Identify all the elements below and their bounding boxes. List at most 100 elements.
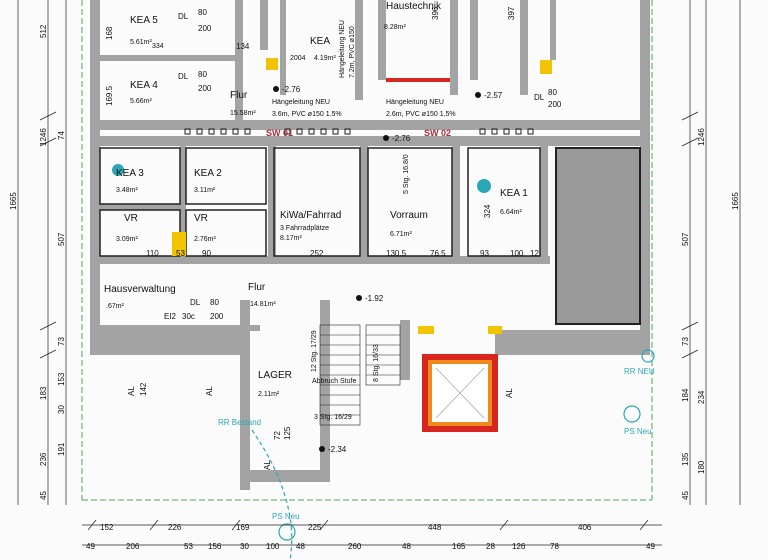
- door-width: 80: [198, 8, 207, 17]
- dim-bottom-2: 100: [266, 542, 280, 551]
- dim-bottom-1: 226: [168, 523, 182, 532]
- dim-bottom-1: 225: [308, 523, 322, 532]
- door-height: 200: [210, 312, 224, 321]
- dim-right: 180: [697, 460, 706, 474]
- room-kea5-name: KEA 5: [130, 15, 158, 26]
- level-2: -2.76: [392, 134, 411, 143]
- dim-bottom-1: 169: [236, 523, 250, 532]
- room-kea3-area: 3.48m²: [116, 187, 138, 194]
- dim-misc: 100: [510, 249, 524, 258]
- dim-misc: 93: [480, 249, 489, 258]
- haengeleitung-1-label: Hängeleitung NEU: [272, 99, 330, 106]
- door-width: 80: [210, 298, 219, 307]
- door-ei2: EI2: [164, 312, 177, 321]
- stairs: [319, 324, 401, 426]
- elevator-shaft: [422, 354, 498, 432]
- room-kea4-area: 5.66m²: [130, 98, 152, 105]
- dim-right: 45: [681, 491, 690, 500]
- room-flur-top-area: 15.58m²: [230, 110, 256, 117]
- level-5: -2.34: [328, 445, 347, 454]
- ps-neu-label-1: PS Neu: [624, 427, 652, 436]
- stairs-1-label: 12 Stg. 17/29: [311, 330, 318, 372]
- room-vr2-name: VR: [194, 213, 208, 224]
- dim-misc: 90: [202, 249, 211, 258]
- sw02-label: SW 02: [424, 128, 451, 138]
- property-boundary: [81, 0, 653, 501]
- new-openings: [172, 58, 552, 334]
- dim-bottom-2: 48: [296, 542, 305, 551]
- room-lager-name: LAGER: [258, 370, 292, 381]
- dim-misc: 396: [431, 6, 440, 20]
- wheelchair-icon: [112, 164, 491, 193]
- room-kea1-name: KEA 1: [500, 188, 528, 199]
- room-kea4-name: KEA 4: [130, 80, 158, 91]
- dim-bottom-2: 260: [348, 542, 362, 551]
- drainage-symbols: [251, 349, 655, 560]
- door-dl: DL: [534, 93, 545, 102]
- dim-right: 1665: [731, 192, 740, 210]
- sw-marker-row: [184, 128, 534, 135]
- window-al: AL: [505, 388, 514, 398]
- dim-right: 234: [697, 390, 706, 404]
- dim-bottom-2: 49: [646, 542, 655, 551]
- level-3: -2.57: [484, 91, 503, 100]
- room-vr1-area: 3.09m²: [116, 236, 138, 243]
- ps-neu-label-2: PS Neu: [272, 512, 300, 521]
- room-kiwa-sub: 3 Fahrradplätze: [280, 225, 329, 232]
- room-vr2-area: 2.76m²: [194, 236, 216, 243]
- rr-neu-label: RR NEU: [624, 367, 655, 376]
- dim-bottom-2: 30: [240, 542, 249, 551]
- door-30c: 30c: [182, 312, 195, 321]
- dim-bottom-2: 53: [184, 542, 193, 551]
- stairs-2-label: 8 Stg. 16/33: [373, 344, 380, 382]
- dim-misc: 134: [236, 42, 250, 51]
- dim-misc: 110: [146, 249, 159, 258]
- dim-bottom-2: 165: [452, 542, 466, 551]
- dim-misc: 125: [283, 426, 292, 440]
- haengeleitung-v-spec: 7.2m, PVC ø150: [349, 26, 356, 78]
- haengeleitung-v-label: Hängeleitung NEU: [339, 20, 346, 78]
- door-width: 80: [548, 88, 557, 97]
- new-pipe: [386, 78, 450, 82]
- door-dl: DL: [190, 298, 201, 307]
- haengeleitung-2-label: Hängeleitung NEU: [386, 99, 444, 106]
- stairs-3-label: 3 Stg. 16/29: [314, 414, 352, 421]
- dim-misc: 72: [273, 431, 282, 440]
- dim-right: 135: [681, 452, 690, 466]
- room-kea3-name: KEA 3: [116, 168, 144, 179]
- dim-right: 1246: [697, 128, 706, 146]
- rr-bestand-label: RR Bestand: [218, 418, 261, 427]
- dim-left: 73: [57, 337, 66, 346]
- room-vr1-name: VR: [124, 213, 138, 224]
- room-kiwa-area: 8.17m²: [280, 235, 302, 242]
- room-vorraum-area: 6.71m²: [390, 231, 412, 238]
- dim-left-small: 169.5: [105, 85, 114, 106]
- room-kea-top-extra: 2004: [290, 55, 306, 62]
- dim-bottom-2: 206: [126, 542, 140, 551]
- room-kea2-name: KEA 2: [194, 168, 222, 179]
- room-kea5-area: 5.61m²: [130, 39, 152, 46]
- door-height: 200: [548, 100, 562, 109]
- room-outlines: [99, 147, 541, 257]
- room-flur-low-name: Flur: [248, 282, 266, 293]
- dim-left: 153: [57, 372, 66, 386]
- room-kea2-area: 3.11m²: [194, 187, 216, 194]
- dim-bottom-2: 78: [550, 542, 559, 551]
- door-dl: DL: [178, 12, 189, 21]
- dim-bottom-2: 49: [86, 542, 95, 551]
- room-kea5-extra: 334: [152, 43, 164, 50]
- room-hausverwaltung-name: Hausverwaltung: [104, 284, 176, 295]
- room-haustechnik-area: 8.28m²: [384, 24, 406, 31]
- dim-right: 73: [681, 337, 690, 346]
- dim-misc: 53: [176, 249, 185, 258]
- dimension-lines: [17, 0, 741, 546]
- dim-left: 191: [57, 442, 66, 456]
- room-kea-top-name: KEA: [310, 36, 330, 47]
- room-kea1-area: 6.64m²: [500, 209, 522, 216]
- dim-left: 1246: [39, 128, 48, 146]
- dim-bottom-2: 28: [486, 542, 495, 551]
- dim-bottom-1: 448: [428, 523, 442, 532]
- room-hausverwaltung-area: .67m²: [106, 303, 125, 310]
- level-1: -2.76: [282, 85, 301, 94]
